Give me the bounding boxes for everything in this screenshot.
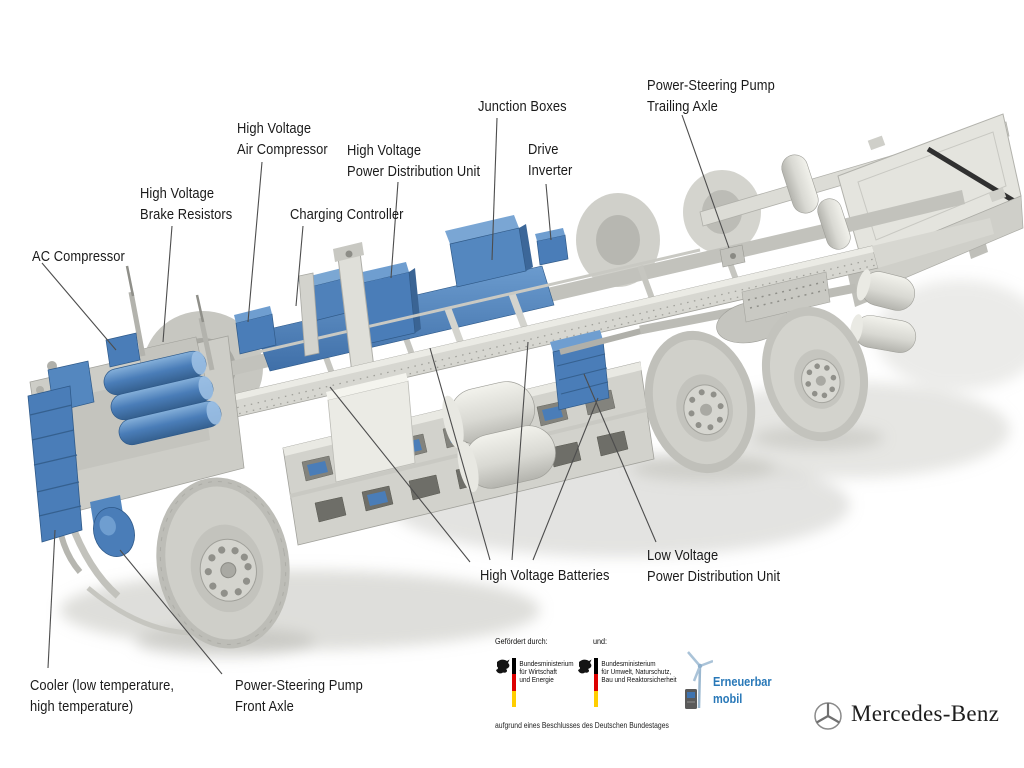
front-module: [27, 265, 245, 636]
junction-boxes-unit: [445, 215, 533, 288]
front-steering-pump-unit: [90, 495, 135, 557]
chassis-near-rail: [87, 218, 994, 451]
federal-eagle-icon: [578, 659, 592, 674]
wind-turbine-icon: [685, 651, 713, 709]
leader-line-junction-boxes: [491, 117, 498, 261]
german-flag-stripe: [512, 658, 516, 707]
leader-line-power-steering-pump-front-axle: [119, 549, 223, 675]
ministry-economy-line1: Bundesministerium: [518, 659, 574, 668]
white-tank-box: [326, 373, 416, 483]
component-label-ac-compressor: AC Compressor: [32, 248, 125, 265]
leader-line-power-steering-pump-trailing-axle: [681, 114, 730, 249]
ministry-economy-line2: für Wirtschaft: [518, 667, 557, 677]
front-wheel: [156, 477, 290, 649]
leader-line-drive-inverter: [545, 183, 552, 241]
component-label-cooler: Cooler (low temperature,high temperature…: [30, 677, 175, 715]
german-flag-stripe: [594, 658, 598, 707]
leader-line-hv-air-compressor: [247, 161, 263, 323]
mercedes-star-icon: [814, 702, 842, 730]
air-tanks: [442, 381, 556, 493]
ministry-environment-line2: für Umwelt, Naturschutz,: [600, 667, 671, 677]
leader-line-cooler: [47, 529, 56, 669]
leader-line-hv-power-distribution-unit: [390, 181, 399, 279]
funding-caption-gefoerdert: Gefördert durch:: [495, 636, 548, 646]
rear-wheel-forward: [644, 330, 756, 474]
leader-line-hv-batteries-1: [329, 386, 471, 563]
leader-line-lv-power-distribution-unit: [583, 373, 657, 543]
ac-compressor-unit: [105, 332, 141, 368]
funding-caption-und: und:: [593, 636, 608, 646]
brand-wordmark: Mercedes-Benz: [851, 701, 1000, 726]
brake-resistor-cylinders: [103, 350, 222, 446]
leader-line-hv-batteries-4: [532, 397, 599, 561]
leader-line-hv-brake-resistors: [162, 225, 173, 343]
lv-power-distribution-unit-box: [550, 330, 610, 411]
ministry-environment-line1: Bundesministerium: [600, 659, 656, 668]
cooler-unit: [27, 360, 95, 543]
hv-air-compressor-unit: [234, 306, 277, 355]
federal-eagle-icon: [496, 659, 510, 674]
ministry-economy-logo: Bundesministerium für Wirtschaft und Ene…: [495, 658, 583, 707]
rear-wheel-trailing: [761, 306, 869, 442]
ministry-environment-logo: Bundesministerium für Umwelt, Naturschut…: [577, 658, 690, 707]
component-label-charging-controller: Charging Controller: [290, 206, 404, 223]
leader-line-charging-controller: [295, 225, 304, 307]
erneuerbar-mobil-logo: Erneuerbar mobil: [713, 675, 772, 706]
funding-disclaimer: aufgrund eines Beschlusses des Deutschen…: [495, 721, 669, 730]
leader-line-hv-batteries-2: [429, 347, 491, 561]
leader-line-hv-batteries-3: [511, 341, 529, 561]
trailing-axle-pump-unit: [719, 244, 746, 268]
ministry-economy-line3: und Energie: [518, 675, 554, 685]
leader-line-ac-compressor: [41, 262, 117, 351]
rear-running-gear: [559, 154, 917, 355]
component-label-junction-boxes: Junction Boxes: [478, 98, 567, 115]
ministry-environment-line3: Bau und Reaktorsicherheit: [600, 675, 677, 685]
component-label-hv-batteries: High Voltage Batteries: [480, 567, 610, 584]
